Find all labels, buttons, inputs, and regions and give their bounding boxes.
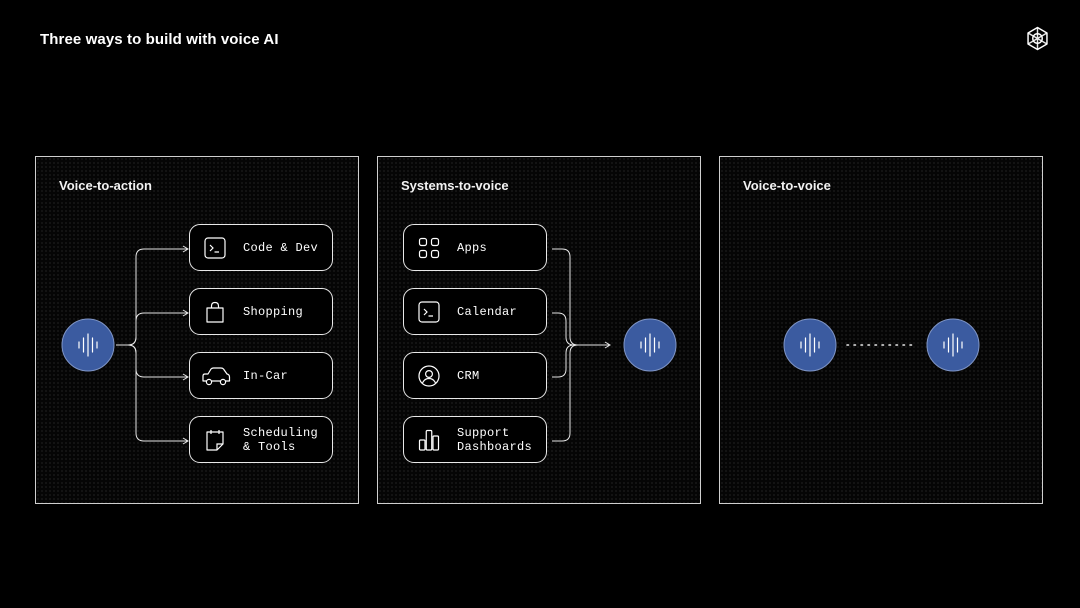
user-icon (418, 365, 440, 387)
option-label: Scheduling & Tools (243, 425, 319, 454)
source-apps[interactable]: Apps (403, 224, 547, 271)
shopping-bag-icon (206, 301, 224, 323)
option-label: Code & Dev (243, 240, 319, 255)
panel-voice-to-action: Voice-to-action Code & Dev (35, 156, 359, 504)
panel-label: Voice-to-voice (743, 178, 831, 193)
source-support-dashboards[interactable]: Support Dashboards (403, 416, 547, 463)
openai-logo-icon (1027, 26, 1048, 51)
apps-grid-icon (418, 237, 440, 259)
source-crm[interactable]: CRM (403, 352, 547, 399)
source-label: Support Dashboards (457, 425, 533, 454)
voice-orb-icon (926, 318, 980, 372)
car-icon (202, 367, 231, 386)
panel-systems-to-voice: Systems-to-voice Apps Calendar (377, 156, 701, 504)
source-label: Calendar (457, 304, 518, 319)
voice-orb-icon (61, 318, 115, 372)
terminal-icon (418, 301, 440, 323)
bar-chart-icon (418, 429, 440, 451)
panel-label: Systems-to-voice (401, 178, 509, 193)
dotted-connector (846, 344, 915, 346)
source-label: CRM (457, 368, 480, 383)
calendar-note-icon (206, 430, 224, 451)
option-scheduling-and-tools[interactable]: Scheduling & Tools (189, 416, 333, 463)
option-label: In-Car (243, 368, 289, 383)
source-label: Apps (457, 240, 488, 255)
panel-voice-to-voice: Voice-to-voice (719, 156, 1043, 504)
voice-orb-icon (623, 318, 677, 372)
panel-label: Voice-to-action (59, 178, 152, 193)
source-calendar[interactable]: Calendar (403, 288, 547, 335)
voice-orb-icon (783, 318, 837, 372)
option-in-car[interactable]: In-Car (189, 352, 333, 399)
page-title: Three ways to build with voice AI (40, 31, 279, 48)
option-label: Shopping (243, 304, 304, 319)
option-code-and-dev[interactable]: Code & Dev (189, 224, 333, 271)
terminal-icon (204, 237, 226, 259)
option-shopping[interactable]: Shopping (189, 288, 333, 335)
